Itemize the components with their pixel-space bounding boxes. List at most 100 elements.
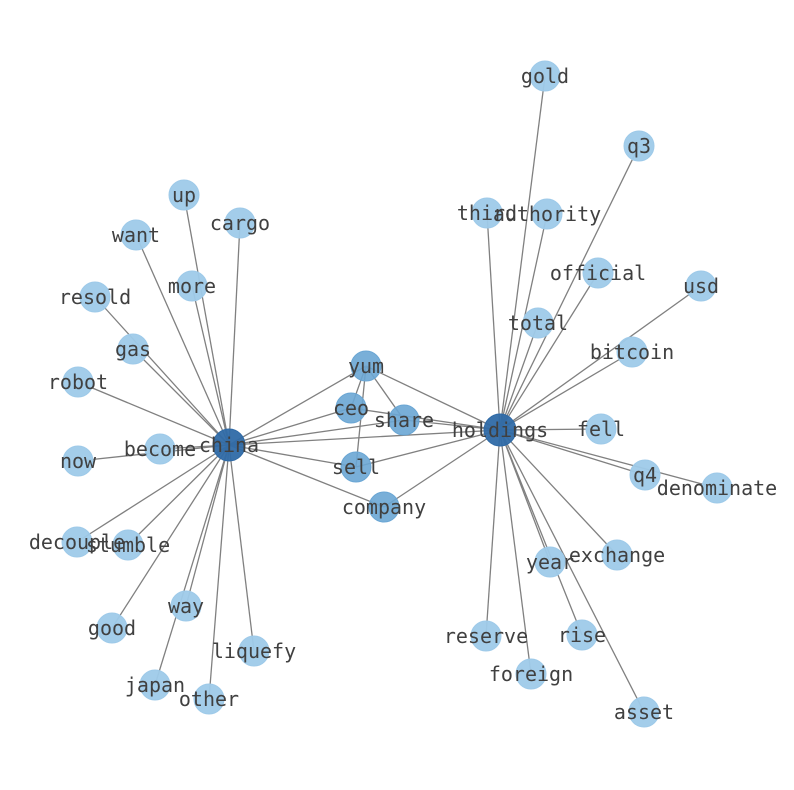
node-authority [531,198,563,230]
node-rise [566,619,598,651]
edge-holdings-q4 [499,429,646,476]
edge-holdings-rise [499,429,583,636]
edge-holdings-ceo [350,407,501,431]
node-third [471,197,503,229]
node-label-up: up [172,183,196,207]
node-reserve [470,620,502,652]
node-yum [350,350,382,382]
edge-china-japan [154,444,230,686]
node-robot [62,366,94,398]
node-want [120,219,152,251]
node-label-other: other [179,687,239,711]
node-year [534,546,566,578]
node-label-resold: resold [59,285,131,309]
edge-china-want [135,234,230,446]
edge-holdings-company [383,429,501,508]
node-total [522,307,554,339]
node-gas [117,333,149,365]
edge-holdings-third [486,212,501,431]
node-q3 [623,130,655,162]
node-label-exchange: exchange [569,543,665,567]
node-label-stumble: stumble [86,533,170,557]
node-label-china: china [199,433,259,457]
edge-china-yum [228,365,367,446]
node-liquefy [238,635,270,667]
edge-holdings-yum [365,365,501,431]
edge-china-ceo [228,407,352,446]
node-company [368,491,400,523]
node-label-liquefy: liquefy [212,639,296,663]
node-resold [79,281,111,313]
edge-holdings-q3 [499,145,640,431]
node-japan [139,669,171,701]
edge-china-robot [77,381,230,446]
node-ceo [335,392,367,424]
edge-holdings-asset [499,429,645,713]
node-label-sell: sell [332,455,380,479]
node-label-japan: japan [125,673,185,697]
node-q4 [629,459,661,491]
node-become [144,433,176,465]
edge-china-stumble [127,444,230,546]
node-label-denominate: denominate [657,476,777,500]
edge-china-other [208,444,230,700]
node-label-gas: gas [115,337,151,361]
node-label-holdings: holdings [452,418,548,442]
node-label-asset: asset [614,700,674,724]
node-label-usd: usd [683,274,719,298]
node-label-rise: rise [558,623,606,647]
edge-holdings-total [499,322,539,431]
edge-holdings-usd [499,285,702,431]
node-layer [61,60,733,728]
edge-holdings-bitcoin [499,351,633,431]
edge-holdings-denominate [499,429,718,489]
node-label-bitcoin: bitcoin [590,340,674,364]
node-fell [585,413,617,445]
edge-china-cargo [228,222,241,446]
edge-holdings-fell [499,428,602,431]
edge-holdings-exchange [499,429,618,556]
node-share [388,404,420,436]
edge-holdings-official [499,272,599,431]
node-foreign [515,658,547,690]
node-label-ceo: ceo [333,396,369,420]
edge-china-liquefy [228,444,255,652]
edge-china-decouple [76,444,230,543]
node-more [176,270,208,302]
node-official [582,257,614,289]
edge-china-up [183,194,230,446]
node-label-year: year [526,550,574,574]
edge-china-resold [94,296,230,446]
node-label-cargo: cargo [210,211,270,235]
edge-china-way [185,444,230,607]
node-label-share: share [374,408,434,432]
node-label-way: way [168,594,204,618]
node-gold [529,60,561,92]
node-stumble [112,529,144,561]
node-bitcoin [616,336,648,368]
node-cargo [224,207,256,239]
node-label-more: more [168,274,216,298]
node-label-q4: q4 [633,463,657,487]
node-asset [628,696,660,728]
node-label-total: total [508,311,568,335]
node-exchange [601,539,633,571]
edge-holdings-sell [355,429,501,468]
edge-china-sell [228,444,357,468]
node-label-become: become [124,437,196,461]
edge-china-holdings [228,429,501,446]
node-label-gold: gold [521,64,569,88]
node-holdings [483,413,517,447]
edge-china-gas [132,348,230,446]
node-sell [340,451,372,483]
node-good [96,612,128,644]
node-label-authority: authority [493,202,601,226]
edge-china-company [228,444,385,508]
node-label-now: now [60,449,97,473]
node-usd [685,270,717,302]
node-label-decouple: decouple [29,530,125,554]
edge-china-share [228,419,405,446]
node-now [62,445,94,477]
